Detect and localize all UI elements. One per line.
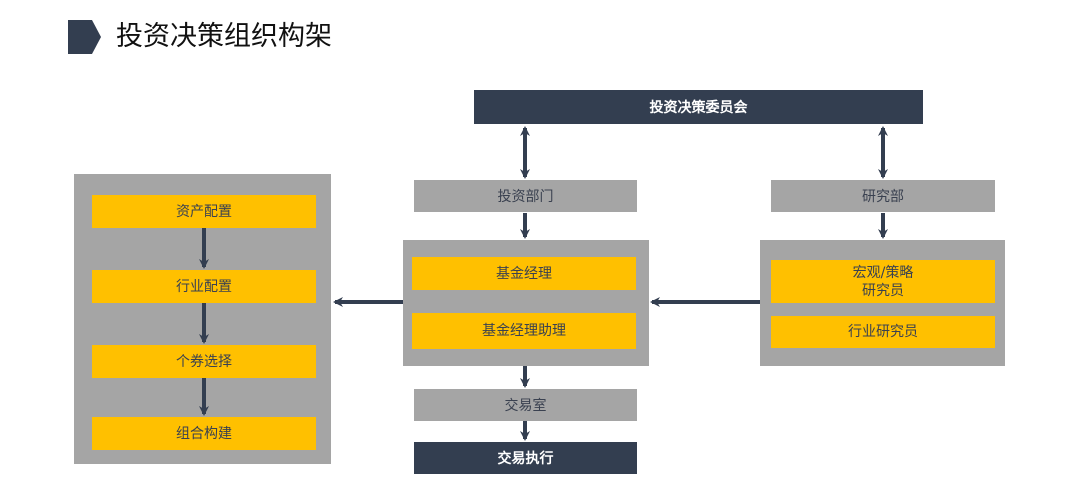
trading-room-box: 交易室 — [414, 389, 637, 421]
research-dept-box: 研究部 — [771, 180, 995, 212]
process-step-security-selection: 个券选择 — [92, 345, 316, 378]
page-title: 投资决策组织构架 — [116, 21, 332, 52]
assistant-fund-manager-box: 基金经理助理 — [412, 313, 636, 349]
industry-researcher-box: 行业研究员 — [771, 316, 995, 348]
macro-strategy-researcher-box: 宏观/策略 研究员 — [771, 260, 995, 303]
process-step-asset-allocation: 资产配置 — [92, 195, 316, 228]
macro-strategy-label-line1: 宏观/策略 — [852, 264, 914, 281]
fund-manager-box: 基金经理 — [412, 257, 636, 290]
title-marker-icon — [68, 20, 101, 54]
investment-dept-box: 投资部门 — [414, 180, 637, 212]
trade-execution-box: 交易执行 — [414, 442, 637, 474]
macro-strategy-label-line2: 研究员 — [862, 282, 904, 299]
process-step-portfolio-construction: 组合构建 — [92, 417, 316, 450]
process-step-industry-allocation: 行业配置 — [92, 270, 316, 303]
investment-committee-box: 投资决策委员会 — [474, 90, 923, 124]
